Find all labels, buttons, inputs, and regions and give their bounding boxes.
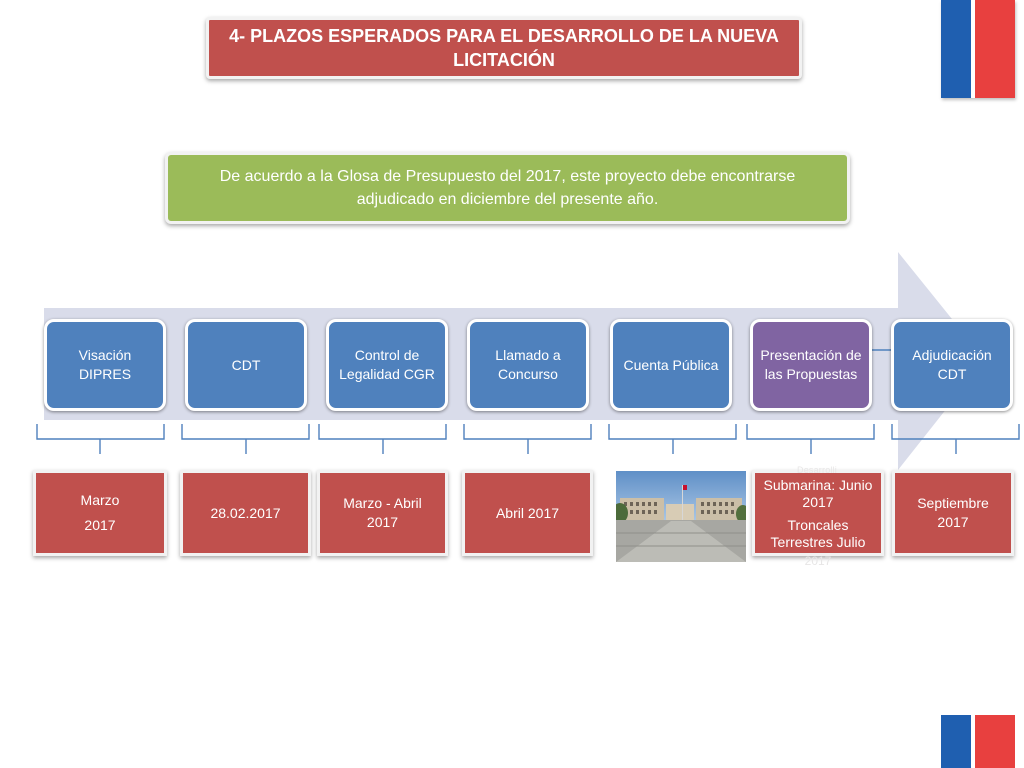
step-control-legalidad: Control de Legalidad CGR: [326, 319, 448, 411]
bracket-3: [318, 424, 447, 454]
la-moneda-photo: [616, 471, 746, 562]
bracket-4: [463, 424, 592, 454]
bracket-2: [181, 424, 310, 454]
step-presentacion-propuestas: Presentación de las Propuestas: [750, 319, 872, 411]
step-cdt: CDT: [185, 319, 307, 411]
chile-flag-decoration-top: [941, 0, 1015, 98]
step-adjudicacion-cdt: Adjudicación CDT: [891, 319, 1013, 411]
deploy-tag-text: Desarrolli: [797, 465, 838, 475]
glosa-note: De acuerdo a la Glosa de Presupuesto del…: [165, 152, 850, 224]
slide-title: 4- PLAZOS ESPERADOS PARA EL DESARROLLO D…: [206, 17, 802, 79]
date-marzo-2017: Marzo 2017: [33, 470, 167, 556]
date-propuestas: Desarrolli Submarina: Junio 2017 Troncal…: [752, 465, 884, 568]
bracket-1: [36, 424, 165, 454]
date-llamado: Abril 2017: [462, 470, 593, 556]
bracket-6: [746, 424, 875, 454]
bracket-7: [891, 424, 1020, 454]
glosa-note-text: De acuerdo a la Glosa de Presupuesto del…: [219, 168, 796, 208]
slide-title-text: 4- PLAZOS ESPERADOS PARA EL DESARROLLO D…: [229, 26, 779, 70]
date-adjudicacion: Septiembre 2017: [892, 470, 1014, 556]
date-cdt: 28.02.2017: [180, 470, 311, 556]
date-submarina: Submarina: Junio 2017: [763, 477, 873, 510]
date-troncales: Troncales Terrestres Julio: [770, 517, 866, 550]
chile-flag-decoration-bottom: [941, 715, 1015, 768]
step-cuenta-publica: Cuenta Pública: [610, 319, 732, 411]
bracket-5: [608, 424, 737, 454]
step-visacion-dipres: Visación DIPRES: [44, 319, 166, 411]
step-llamado-concurso: Llamado a Concurso: [467, 319, 589, 411]
date-control: Marzo - Abril 2017: [317, 470, 448, 556]
date-troncales-year: 2017: [804, 554, 832, 568]
